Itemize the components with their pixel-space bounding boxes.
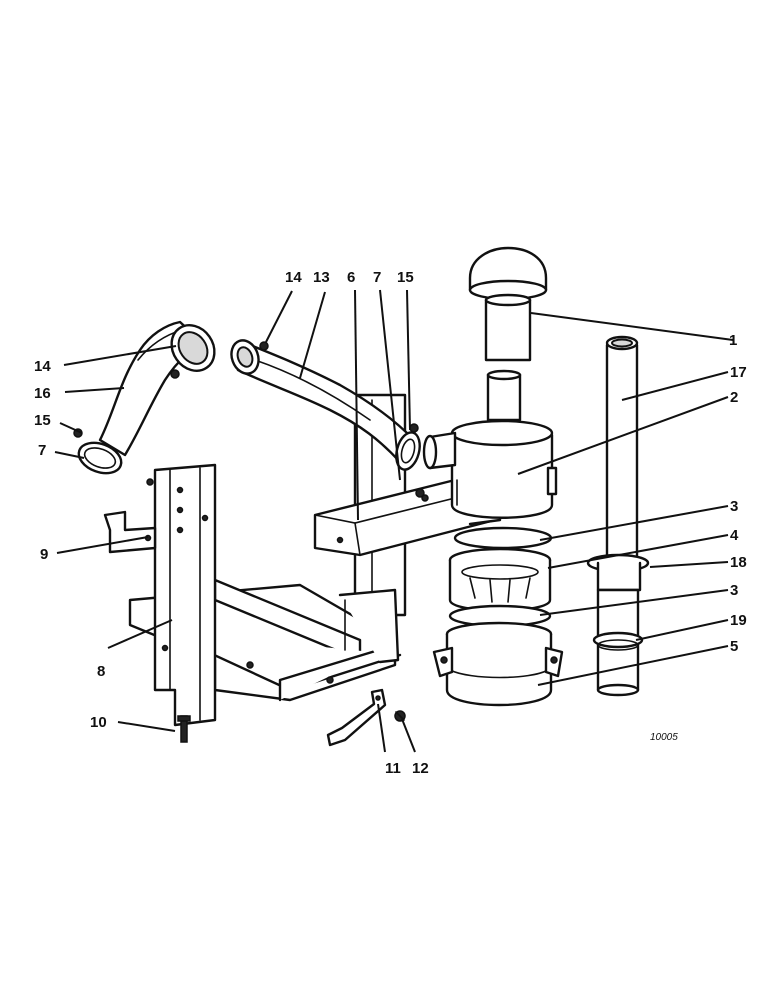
label-19: 19 xyxy=(730,612,747,629)
part-2-cleaner-body xyxy=(422,369,558,519)
part-19-lower-pipe xyxy=(592,588,644,697)
part-12-bolt xyxy=(394,710,406,722)
label-18: 18 xyxy=(730,554,747,571)
part-1-precleaner-cap xyxy=(468,246,548,362)
label-2: 2 xyxy=(730,389,738,406)
label-7-left: 7 xyxy=(38,442,46,459)
label-4: 4 xyxy=(730,527,739,544)
callout-labels: 1 2 3 4 3 5 6 7 15 8 9 10 11 12 13 14 14… xyxy=(34,269,747,777)
label-9: 9 xyxy=(40,546,48,563)
label-14-left: 14 xyxy=(34,358,51,375)
part-10-bolt xyxy=(177,715,191,743)
mounting-frame xyxy=(128,393,407,727)
label-11: 11 xyxy=(385,760,401,777)
label-3-upper: 3 xyxy=(730,498,738,515)
label-6: 6 xyxy=(347,269,355,286)
label-7-right: 7 xyxy=(373,269,381,286)
label-10: 10 xyxy=(90,714,107,731)
label-13: 13 xyxy=(313,269,330,286)
part-11-strap-bracket xyxy=(326,688,387,747)
part-4-filter-element xyxy=(448,547,552,612)
label-3-lower: 3 xyxy=(730,582,738,599)
label-14-right: 14 xyxy=(285,269,302,286)
label-8: 8 xyxy=(97,663,105,680)
part-5-oil-bowl xyxy=(432,621,564,707)
part-14-clamp-right xyxy=(230,339,269,375)
part-3-seal-upper xyxy=(453,526,553,550)
label-15-right: 15 xyxy=(397,269,414,286)
label-15-left: 15 xyxy=(34,412,51,429)
part-14-clamp-left-top xyxy=(170,324,216,379)
part-7-clamp-right xyxy=(415,488,425,498)
label-16: 16 xyxy=(34,385,51,402)
reference-code: 10005 xyxy=(650,732,678,743)
label-17: 17 xyxy=(730,364,747,381)
leader-lines xyxy=(54,289,734,753)
label-1: 1 xyxy=(729,332,737,349)
part-18-flange xyxy=(586,553,650,592)
label-12: 12 xyxy=(412,760,429,777)
part-9-small-bracket xyxy=(103,510,157,554)
label-5: 5 xyxy=(730,638,738,655)
